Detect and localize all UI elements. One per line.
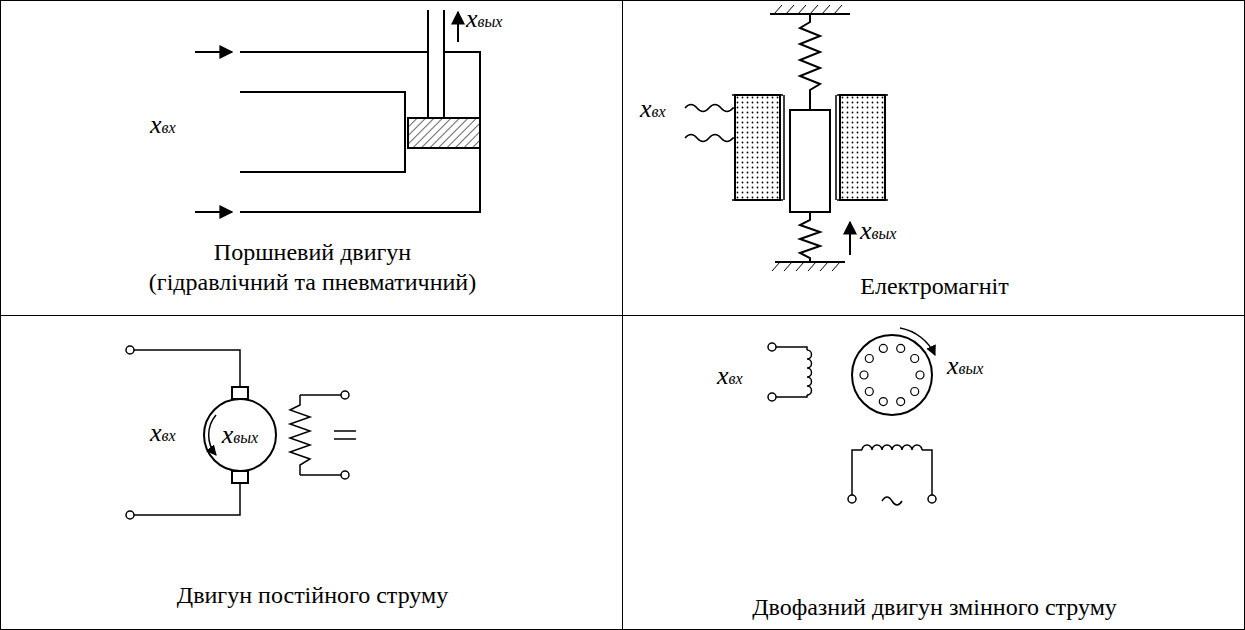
rotor: [852, 335, 932, 415]
signal-label: xвых: [860, 218, 896, 244]
brush: [232, 387, 248, 399]
rotation-arrow: [209, 415, 216, 455]
flow-arrow: [195, 211, 232, 213]
piston: [408, 118, 480, 148]
spring: [800, 14, 820, 110]
ground-hatch: [772, 262, 840, 271]
piston-rod: [428, 10, 444, 118]
plunger: [790, 110, 830, 212]
terminal: [768, 393, 776, 401]
dc-symbol: [334, 431, 356, 439]
ac-symbol: [882, 497, 902, 505]
signal-label: xвых: [222, 422, 258, 448]
terminal: [341, 471, 349, 479]
ground: [775, 261, 845, 263]
control-winding: [807, 350, 812, 395]
signal-label: xвх: [150, 112, 176, 138]
brush: [232, 471, 248, 483]
lead-wire: [685, 105, 735, 112]
signal-label: xвых: [466, 6, 502, 32]
caption-text: Двигун постійного струму: [177, 580, 448, 610]
coil-winding: [735, 95, 780, 200]
terminal: [848, 495, 856, 503]
table-cell: Поршневий двигун (гідравлічний та пневма…: [0, 0, 623, 316]
signal-label: xвых: [947, 353, 983, 379]
terminal: [768, 343, 776, 351]
rotor-bars: [860, 344, 924, 405]
signal-label: xвх: [150, 420, 176, 446]
table-cell: Двофазний двигун змінного струму: [622, 315, 1245, 630]
lead-wire: [685, 135, 735, 142]
piston-motor: [195, 10, 480, 212]
signal-label: xвх: [717, 363, 743, 389]
output-arrow: [457, 12, 459, 42]
wire: [300, 395, 341, 475]
wire: [852, 450, 932, 495]
cylinder-wall: [240, 92, 405, 172]
caption-text: Електромагніт: [860, 271, 1008, 301]
spring: [800, 212, 820, 262]
rotation-arrow: [900, 328, 935, 355]
dc-motor: [126, 346, 356, 519]
caption-text: Поршневий двигун (гідравлічний та пневма…: [147, 237, 478, 297]
flow-arrow: [195, 51, 232, 53]
terminal: [928, 495, 936, 503]
terminal: [126, 511, 134, 519]
table-cell: Двигун постійного струму: [0, 315, 623, 630]
ground-hatch: [774, 5, 842, 14]
two-phase-motor: [768, 328, 936, 505]
excitation-winding: [862, 445, 922, 450]
coil-winding: [840, 95, 885, 200]
signal-label: xвх: [640, 96, 666, 122]
armature: [204, 399, 276, 471]
terminal: [341, 391, 349, 399]
wire: [776, 347, 807, 397]
electromagnet: [685, 5, 888, 271]
field-winding: [290, 395, 310, 475]
output-arrow: [849, 222, 851, 255]
terminal: [126, 346, 134, 354]
caption-text: Двофазний двигун змінного струму: [752, 592, 1117, 622]
table-cell: Електромагніт: [622, 0, 1245, 316]
